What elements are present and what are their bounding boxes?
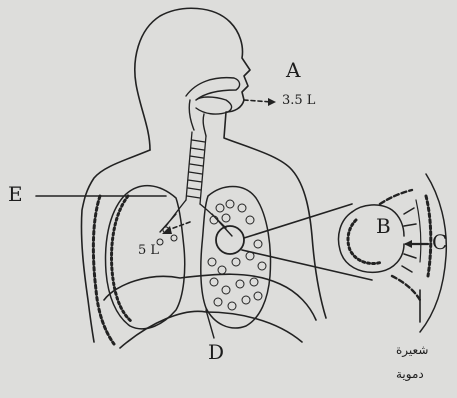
volume-exhaled: 3.5 L bbox=[282, 94, 315, 107]
label-B: B bbox=[376, 216, 391, 236]
label-C: C bbox=[432, 232, 447, 252]
trachea bbox=[186, 132, 206, 204]
exhale-arrow bbox=[244, 100, 272, 102]
pharynx bbox=[189, 100, 206, 136]
lung-volume-arrow bbox=[168, 222, 190, 230]
label-D: D bbox=[208, 342, 224, 362]
magnify-circle bbox=[216, 226, 244, 254]
caption-capillary-line1: شعيرة bbox=[396, 344, 428, 356]
caption-capillary-line2: دموية bbox=[396, 368, 424, 380]
body-outline bbox=[135, 8, 326, 318]
volume-lungs: 5 L bbox=[138, 244, 159, 257]
arrow-C bbox=[404, 240, 412, 248]
label-E: E bbox=[8, 184, 23, 204]
exhale-arrow-head bbox=[268, 98, 276, 106]
label-A: A bbox=[286, 60, 300, 80]
alveolus-inset bbox=[339, 174, 447, 332]
lung-left-wall bbox=[112, 196, 132, 322]
magnify-line-top bbox=[244, 204, 352, 238]
